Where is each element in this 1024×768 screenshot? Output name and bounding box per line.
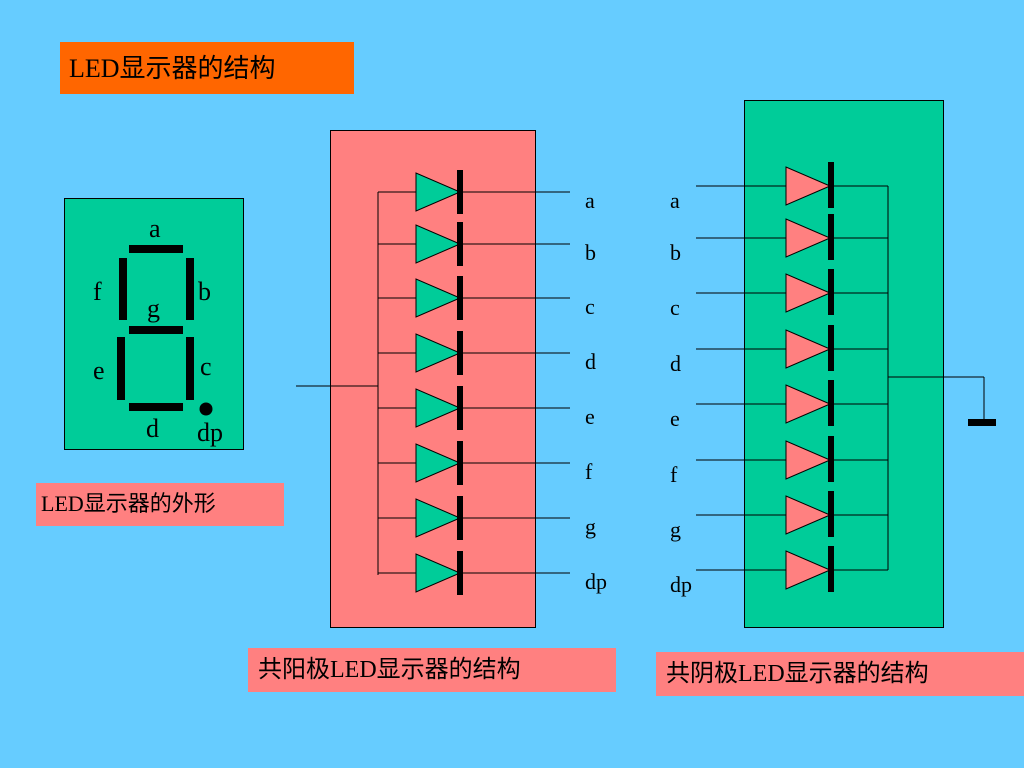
cathode-pin-label: a	[670, 188, 680, 213]
anode-diode-d: d	[378, 331, 596, 375]
segment-d	[129, 403, 183, 411]
anode-pin-label: g	[585, 514, 596, 539]
cathode-diode-f: f	[670, 436, 888, 487]
common-cathode-caption-text: 共阴极LED显示器的结构	[666, 661, 929, 687]
common-cathode-caption: 共阴极LED显示器的结构	[656, 652, 1024, 696]
anode-diode-f: f	[378, 441, 593, 485]
segment-d-label: d	[146, 414, 159, 443]
anode-pin-label: d	[585, 349, 596, 374]
cathode-diode-d: d	[670, 325, 888, 376]
segment-b	[186, 258, 194, 320]
anode-diode-g: g	[378, 496, 596, 540]
anode-diode-dp: dp	[378, 551, 607, 595]
cathode-pin-label: f	[670, 462, 678, 487]
common-cathode-circuit: a b c d e f g dp	[670, 162, 889, 597]
common-anode-circuit: a b c d e f g dp	[377, 170, 607, 595]
common-anode-caption-text: 共阳极LED显示器的结构	[258, 657, 521, 683]
title-banner: LED显示器的结构	[60, 42, 354, 94]
segment-g	[129, 326, 183, 334]
page-title: LED显示器的结构	[69, 54, 276, 83]
cathode-pin-label: b	[670, 240, 681, 265]
anode-pin-label: a	[585, 188, 595, 213]
anode-diode-b: b	[378, 222, 596, 266]
anode-pin-label: b	[585, 240, 596, 265]
cathode-pin-label: dp	[670, 572, 692, 597]
cathode-diode-dp: dp	[670, 546, 888, 597]
segment-dp-label: dp	[197, 418, 223, 447]
anode-pin-label: f	[585, 459, 593, 484]
segment-e-label: e	[93, 356, 105, 385]
cathode-pin-label: c	[670, 295, 680, 320]
segment-a-label: a	[149, 214, 161, 243]
segment-f-label: f	[93, 277, 102, 306]
segment-f	[119, 258, 127, 320]
common-anode-caption: 共阳极LED显示器的结构	[248, 648, 616, 692]
segment-c-label: c	[200, 352, 212, 381]
anode-pin-label: e	[585, 404, 595, 429]
cathode-diode-b: b	[670, 214, 888, 265]
anode-diode-c: c	[378, 276, 595, 320]
anode-pin-label: c	[585, 294, 595, 319]
cathode-diode-c: c	[670, 269, 888, 320]
anode-diode-e: e	[378, 386, 595, 430]
seven-segment-display: a b c d e f g dp	[93, 214, 223, 447]
segment-b-label: b	[198, 277, 211, 306]
cathode-diode-e: e	[670, 380, 888, 431]
segment-e	[117, 337, 125, 400]
anode-pin-label: dp	[585, 569, 607, 594]
display-shape-caption: LED显示器的外形	[36, 483, 284, 526]
ground-icon	[888, 376, 996, 426]
segment-g-label: g	[147, 294, 160, 323]
common-cathode-panel	[744, 100, 944, 628]
segment-c	[186, 337, 194, 400]
common-anode-panel	[330, 130, 536, 628]
cathode-diode-g: g	[670, 491, 888, 542]
cathode-pin-label: g	[670, 517, 681, 542]
display-shape-caption-text: LED显示器的外形	[41, 491, 216, 516]
segment-a	[129, 245, 183, 253]
cathode-pin-label: d	[670, 351, 681, 376]
cathode-pin-label: e	[670, 406, 680, 431]
segment-dp	[199, 402, 213, 416]
cathode-diode-a: a	[670, 162, 888, 213]
anode-diode-a: a	[378, 170, 595, 214]
